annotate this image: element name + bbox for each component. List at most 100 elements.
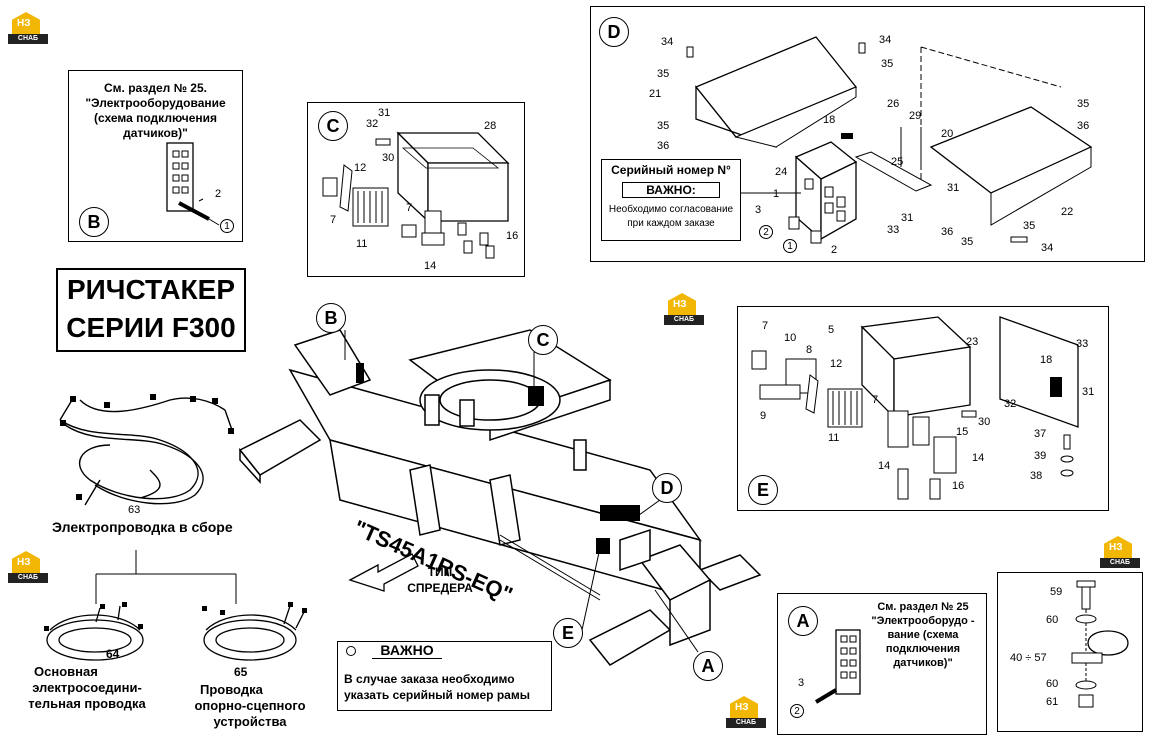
box-e-num-11: 11 bbox=[828, 432, 840, 444]
detail-box-e: E 7 10 8 5 23 33 12 18 31 9 7 32 30 11 1… bbox=[737, 306, 1109, 511]
harness-num-63: 63 bbox=[128, 504, 141, 516]
box-d-num-34c: 34 bbox=[1041, 242, 1054, 254]
serial-number-note: Серийный номер N° ВАЖНО: Необходимо согл… bbox=[601, 159, 741, 241]
box-d-num-3: 3 bbox=[755, 204, 762, 216]
box-b-drawing bbox=[166, 142, 220, 226]
box-d-num-20: 20 bbox=[941, 128, 954, 140]
box-d-letter: D bbox=[599, 17, 629, 47]
box-e-drawing bbox=[751, 316, 1079, 500]
clamp-num-61: 61 bbox=[1046, 696, 1059, 708]
box-c-num-7b: 7 bbox=[406, 202, 413, 214]
important-frame-number-box: ВАЖНО В случае заказа необходимо указать… bbox=[337, 641, 552, 711]
box-d-num-22: 22 bbox=[1061, 206, 1074, 218]
box-e-num-8: 8 bbox=[806, 344, 813, 356]
box-e-num-32: 32 bbox=[1004, 398, 1017, 410]
box-a-letter: A bbox=[788, 606, 818, 636]
box-e-num-10: 10 bbox=[784, 332, 797, 344]
detail-box-clamp: 59 60 40 ÷ 57 60 61 bbox=[997, 572, 1143, 732]
box-d-num-26: 26 bbox=[887, 98, 900, 110]
box-d-num-35e: 35 bbox=[961, 236, 974, 248]
box-c-num-11: 11 bbox=[356, 238, 368, 250]
box-e-num-14a: 14 bbox=[878, 460, 891, 472]
box-d-drawing bbox=[686, 36, 1093, 244]
box-c-num-32: 32 bbox=[366, 118, 379, 130]
box-b-circle-1: 1 bbox=[220, 219, 234, 233]
box-d-num-36a: 36 bbox=[657, 140, 670, 152]
box-d-num-35c: 35 bbox=[881, 58, 894, 70]
box-d-num-21: 21 bbox=[649, 88, 662, 100]
box-c-num-28: 28 bbox=[484, 120, 497, 132]
box-e-num-7b: 7 bbox=[872, 394, 879, 406]
box-c-drawing bbox=[322, 131, 510, 259]
box-d-num-36c: 36 bbox=[941, 226, 954, 238]
box-d-num-33: 33 bbox=[887, 224, 900, 236]
box-d-num-2: 2 bbox=[831, 244, 838, 256]
important-line-2: указать серийный номер рамы bbox=[344, 688, 530, 702]
box-e-num-18: 18 bbox=[1040, 354, 1053, 366]
main-callout-d: D bbox=[652, 473, 682, 503]
box-e-num-33: 33 bbox=[1076, 338, 1089, 350]
box-a-note: См. раздел № 25"Электрооборудо - вание (… bbox=[871, 601, 975, 669]
serial-agree-2: при каждом заказе bbox=[627, 218, 715, 229]
serial-label: Серийный номер N° bbox=[611, 163, 731, 177]
box-d-circle-1: 1 bbox=[783, 239, 797, 253]
main-callout-e: E bbox=[553, 618, 583, 648]
main-callout-c: C bbox=[528, 325, 558, 355]
box-c-num-12: 12 bbox=[354, 162, 367, 174]
box-b-num-2: 2 bbox=[215, 188, 222, 200]
detail-box-d: D 34 35 21 35 36 34 35 18 26 29 20 35 36… bbox=[590, 6, 1145, 262]
box-d-num-1: 1 bbox=[773, 188, 780, 200]
box-c-num-30: 30 bbox=[382, 152, 395, 164]
box-d-circle-2: 2 bbox=[759, 225, 773, 239]
harness-label: Электропроводка в сборе bbox=[52, 519, 233, 535]
box-a-circle-2: 2 bbox=[790, 704, 804, 718]
box-e-num-9: 9 bbox=[760, 410, 767, 422]
box-d-num-35d: 35 bbox=[1077, 98, 1090, 110]
title-line2: СЕРИИ F300 bbox=[66, 312, 236, 343]
box-e-num-14b: 14 bbox=[972, 452, 985, 464]
box-c-num-7a: 7 bbox=[330, 214, 337, 226]
title-box: РИЧСТАКЕР СЕРИИ F300 bbox=[56, 268, 246, 352]
harness-label-65: Проводка опорно-сцепного устройства bbox=[194, 682, 306, 729]
main-callout-a: A bbox=[693, 651, 723, 681]
detail-box-b: См. раздел № 25."Электрооборудование (сх… bbox=[68, 70, 243, 242]
important-marker-icon bbox=[346, 646, 356, 656]
box-d-num-29: 29 bbox=[909, 110, 922, 122]
clamp-num-60b: 60 bbox=[1046, 678, 1059, 690]
box-a-drawing bbox=[814, 629, 861, 704]
box-d-num-35a: 35 bbox=[657, 68, 670, 80]
box-clamp-drawing bbox=[1071, 580, 1129, 708]
box-d-num-35b: 35 bbox=[657, 120, 670, 132]
box-c-num-14: 14 bbox=[424, 260, 437, 272]
box-c-num-16: 16 bbox=[506, 230, 519, 242]
box-d-num-36b: 36 bbox=[1077, 120, 1090, 132]
serial-important: ВАЖНО: bbox=[622, 182, 720, 198]
clamp-num-59: 59 bbox=[1050, 586, 1063, 598]
box-d-num-34b: 34 bbox=[879, 34, 892, 46]
box-e-num-31: 31 bbox=[1082, 386, 1095, 398]
box-e-num-23: 23 bbox=[966, 336, 979, 348]
box-e-num-37: 37 bbox=[1034, 428, 1047, 440]
box-d-num-24: 24 bbox=[775, 166, 788, 178]
harness-num-64: 64 bbox=[106, 647, 120, 661]
important-line-1: В случае заказа необходимо bbox=[344, 672, 515, 686]
harness-label-64: Основная электросоедини- тельная проводк… bbox=[28, 664, 146, 711]
box-e-num-15: 15 bbox=[956, 426, 969, 438]
detail-box-c: C 31 32 30 28 12 7 7 11 14 16 bbox=[307, 102, 525, 277]
box-e-num-16: 16 bbox=[952, 480, 965, 492]
important-title: ВАЖНО bbox=[372, 642, 442, 659]
box-c-num-31: 31 bbox=[378, 107, 391, 119]
box-d-num-35f: 35 bbox=[1023, 220, 1036, 232]
detail-box-a: См. раздел № 25"Электрооборудо - вание (… bbox=[777, 593, 987, 735]
box-d-num-31b: 31 bbox=[901, 212, 914, 224]
serial-agree-1: Необходимо согласование bbox=[608, 204, 734, 215]
main-callout-b: B bbox=[316, 303, 346, 333]
box-e-num-12: 12 bbox=[830, 358, 843, 370]
box-d-num-31a: 31 bbox=[947, 182, 960, 194]
box-d-num-34a: 34 bbox=[661, 36, 674, 48]
box-e-num-30: 30 bbox=[978, 416, 991, 428]
